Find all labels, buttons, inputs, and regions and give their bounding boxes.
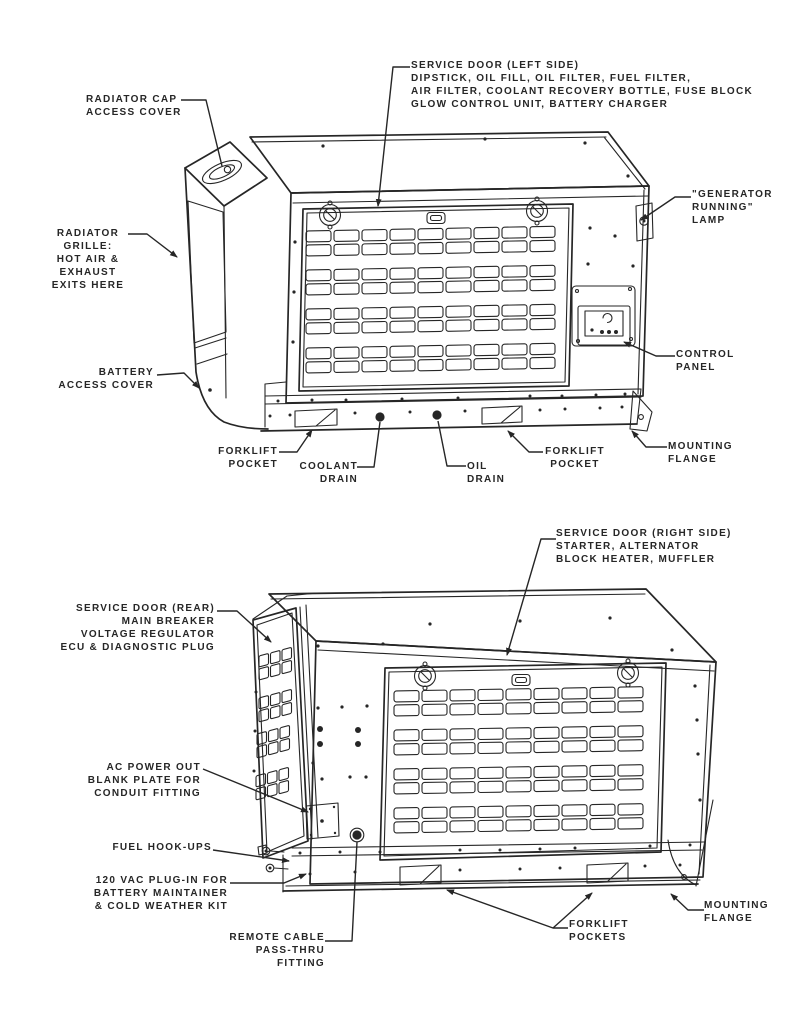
label-radiator-cap-access-cover: RADIATOR CAP ACCESS COVER xyxy=(86,94,182,118)
leader-service-door-left xyxy=(375,66,410,207)
label-service-door-right: SERVICE DOOR (RIGHT SIDE) STARTER, ALTER… xyxy=(556,528,732,565)
mounting-flange xyxy=(667,799,714,887)
leader-coolant-drain xyxy=(357,421,381,468)
label-forklift-pocket-right: FORKLIFT POCKET xyxy=(545,446,605,470)
ac-power-blank-plate xyxy=(305,802,340,840)
label-mounting-flange-bottom: MOUNTING FLANGE xyxy=(704,900,769,924)
label-oil-drain: OIL DRAIN xyxy=(467,461,506,485)
label-battery-access-cover: BATTERY ACCESS COVER xyxy=(58,367,154,391)
louver-vents xyxy=(306,226,555,373)
base-rail xyxy=(260,388,653,887)
label-ac-power-out: AC POWER OUT BLANK PLATE FOR CONDUIT FIT… xyxy=(87,762,201,799)
service-door-right-panel xyxy=(379,658,667,861)
service-door-left-panel xyxy=(298,196,574,392)
label-coolant-drain: COOLANT DRAIN xyxy=(299,461,358,485)
door-handle-icon xyxy=(511,673,531,687)
plug-in-connector xyxy=(317,726,323,732)
leader-battery-access xyxy=(156,372,200,389)
running-lamp xyxy=(635,202,654,242)
leader-forklift-pocket-left xyxy=(279,429,313,453)
leader-control-panel xyxy=(623,341,675,357)
label-forklift-pocket-left: FORKLIFT POCKET xyxy=(218,446,278,470)
label-mounting-flange-top: MOUNTING FLANGE xyxy=(668,441,733,465)
leader-radiator-grille xyxy=(128,233,178,258)
leader-forklift-pockets-right xyxy=(552,892,593,929)
forklift-pocket-cutout xyxy=(481,405,523,425)
label-fuel-hookups: FUEL HOOK-UPS xyxy=(112,842,212,853)
left-side-view-drawing xyxy=(128,66,691,887)
leader-oil-drain xyxy=(437,420,466,467)
leader-service-door-right xyxy=(506,538,556,656)
forklift-pocket-cutout xyxy=(586,862,629,884)
leader-forklift-pockets-left xyxy=(446,889,568,929)
radiator-cap-access-cover xyxy=(201,159,243,185)
right-side-view-drawing xyxy=(202,538,717,942)
leader-vac-plug-in xyxy=(230,873,307,884)
control-panel xyxy=(571,285,636,347)
leader-radiator-cap xyxy=(181,99,223,167)
coolant-drain-plug xyxy=(375,412,385,422)
label-vac-plug-in: 120 VAC PLUG-IN FOR BATTERY MAINTAINER &… xyxy=(93,875,228,912)
label-forklift-pockets: FORKLIFT POCKETS xyxy=(569,919,629,943)
label-radiator-grille: RADIATOR GRILLE: HOT AIR & EXHAUST EXITS… xyxy=(51,228,125,291)
door-latch-icon xyxy=(525,196,549,226)
fuel-hookups-fittings xyxy=(257,844,289,873)
control-screen xyxy=(584,310,624,337)
mounting-flange xyxy=(629,390,653,432)
door-handle-icon xyxy=(426,211,446,225)
label-generator-running-lamp: "GENERATOR RUNNING" LAMP xyxy=(692,189,773,226)
radiator-tower-top xyxy=(184,141,268,207)
door-latch-icon xyxy=(318,200,342,230)
louver-vents xyxy=(394,687,643,833)
oil-drain-plug xyxy=(432,410,442,420)
leader-mounting-flange-bottom xyxy=(670,893,704,911)
forklift-pocket-cutout xyxy=(294,408,338,428)
rear-service-door xyxy=(252,592,319,859)
leader-running-lamp xyxy=(640,196,691,221)
forklift-pocket-cutout xyxy=(399,864,442,886)
leader-ac-power-out xyxy=(202,768,309,813)
leader-remote-cable xyxy=(325,841,358,942)
label-service-door-rear: SERVICE DOOR (REAR) MAIN BREAKER VOLTAGE… xyxy=(60,603,215,653)
leader-fuel-hookups xyxy=(212,849,290,863)
leader-service-door-rear xyxy=(217,610,272,643)
battery-access-cover xyxy=(194,337,228,365)
front-face xyxy=(309,640,717,885)
plug-in-connector xyxy=(355,741,361,747)
label-remote-cable-pass-thru: REMOTE CABLE PASS-THRU FITTING xyxy=(229,932,325,969)
remote-cable-fitting xyxy=(349,827,365,843)
radiator-tower-edge xyxy=(184,167,269,430)
front-face xyxy=(285,185,650,404)
radiator-grille xyxy=(187,200,227,344)
plug-in-connector xyxy=(317,741,323,747)
door-latch-icon xyxy=(413,661,437,691)
leader-forklift-pocket-right xyxy=(507,430,543,453)
plug-in-connector xyxy=(355,727,361,733)
label-control-panel: CONTROL PANEL xyxy=(676,349,735,373)
leader-mounting-flange-top xyxy=(631,430,667,448)
label-service-door-left: SERVICE DOOR (LEFT SIDE) DIPSTICK, OIL F… xyxy=(411,60,754,110)
